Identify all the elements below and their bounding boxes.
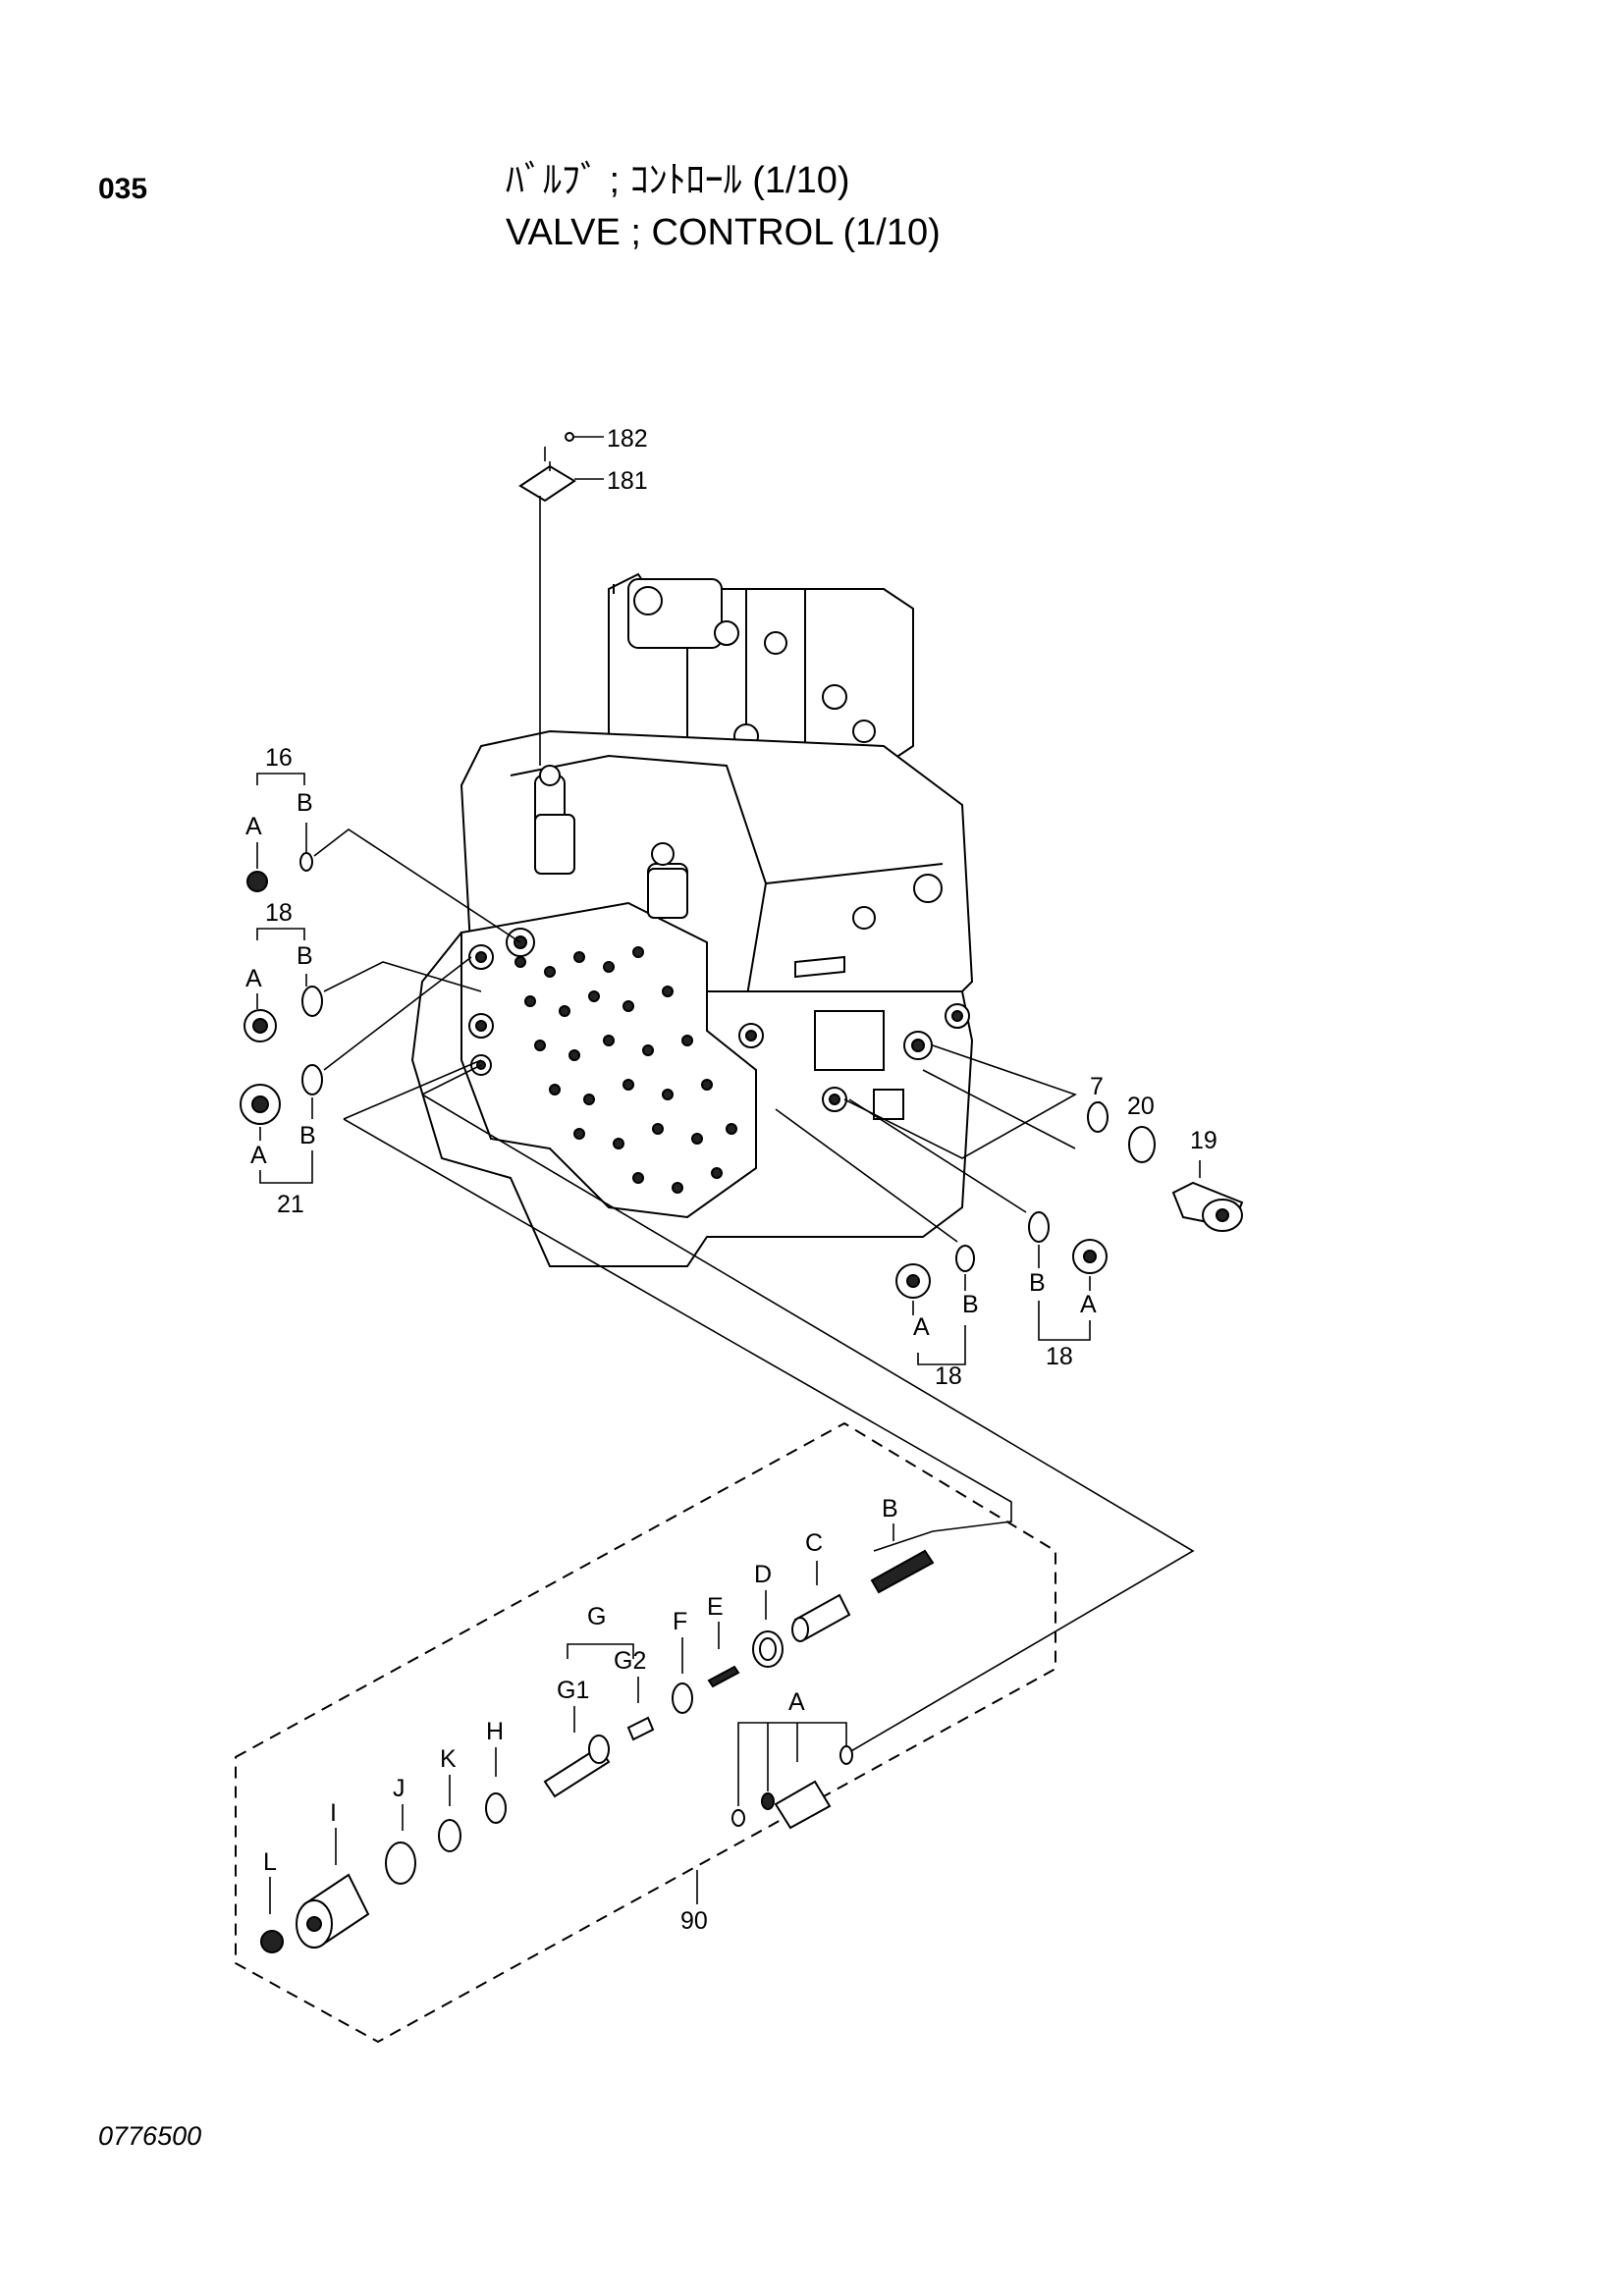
footer-code: 0776500 [98,2121,202,2151]
part-l-plug [260,1930,284,1953]
callout-18-right-label: 18 [1046,1343,1073,1370]
kit-label-j: J [393,1775,406,1802]
title-english: VALVE ; CONTROL (1/10) [506,212,941,253]
callout-18-center: A B 18 [775,1108,979,1390]
title-japanese: ﾊﾞﾙﾌﾞ ; ｺﾝﾄﾛｰﾙ (1/10) [506,160,850,201]
kit-label-k: K [440,1745,457,1773]
callout-18-left-label: 18 [265,899,293,927]
callout-21: A B 21 [240,956,472,1218]
callout-19: 19 [1190,1127,1217,1154]
kit-label-g1: G1 [557,1677,589,1704]
kit-label-i: I [330,1799,337,1827]
callout-7-20-19: 7 20 19 [843,1044,1244,1232]
callout-18-right: B A 18 [848,1098,1108,1370]
callout-16-b: B [297,789,313,817]
callout-18-left-b: B [297,942,313,970]
kit-label-c: C [805,1529,823,1557]
leader-line-1 [343,1059,482,1120]
callout-90: 90 [680,1907,708,1935]
callout-18-center-a: A [913,1313,930,1341]
callout-181-182: 182 181 [518,425,648,766]
callout-182: 182 [607,425,648,453]
leader-line-2 [343,1118,1012,1552]
flange-holes [514,946,737,1194]
callout-18-center-b: B [962,1291,979,1318]
part-f-oring [672,1682,693,1714]
callout-16-a: A [245,813,262,840]
callout-18-right-b: B [1029,1269,1046,1297]
kit-label-l: L [263,1848,277,1876]
part-e-pin [707,1665,740,1688]
kit-label-f: F [673,1608,687,1635]
kit-label-b: B [882,1495,898,1522]
callout-7: 7 [1090,1073,1104,1100]
callout-20: 20 [1127,1093,1155,1120]
callout-16-label: 16 [265,744,293,772]
kit-label-e: E [707,1593,724,1621]
callout-18-center-label: 18 [935,1362,962,1390]
part-k-oring [438,1819,461,1852]
part-h-oring [485,1792,507,1824]
leader-line-3 [421,1064,1195,1753]
callout-21-a: A [250,1142,267,1169]
part-a [774,1780,832,1830]
kit-label-d: D [754,1561,772,1588]
page-number: 035 [98,173,148,205]
callout-18-left: 18 A B [243,899,482,1042]
callout-21-label: 21 [277,1191,304,1218]
callout-181: 181 [607,467,648,495]
callout-18-left-a: A [245,965,262,992]
callout-21-b: B [299,1122,316,1149]
callout-18-right-a: A [1080,1291,1097,1318]
part-g2 [626,1716,655,1741]
kit-label-g: G [587,1603,606,1630]
control-valve-body [410,572,974,1267]
kit-90: 90 B C D E F G [235,1421,1056,2044]
kit-label-h: H [486,1718,504,1745]
kit-label-g2: G2 [614,1647,646,1675]
kit-label-a: A [788,1688,805,1716]
part-j-oring [385,1842,416,1885]
part-b-spring [870,1549,935,1594]
callout-16: 16 A B [245,744,521,943]
